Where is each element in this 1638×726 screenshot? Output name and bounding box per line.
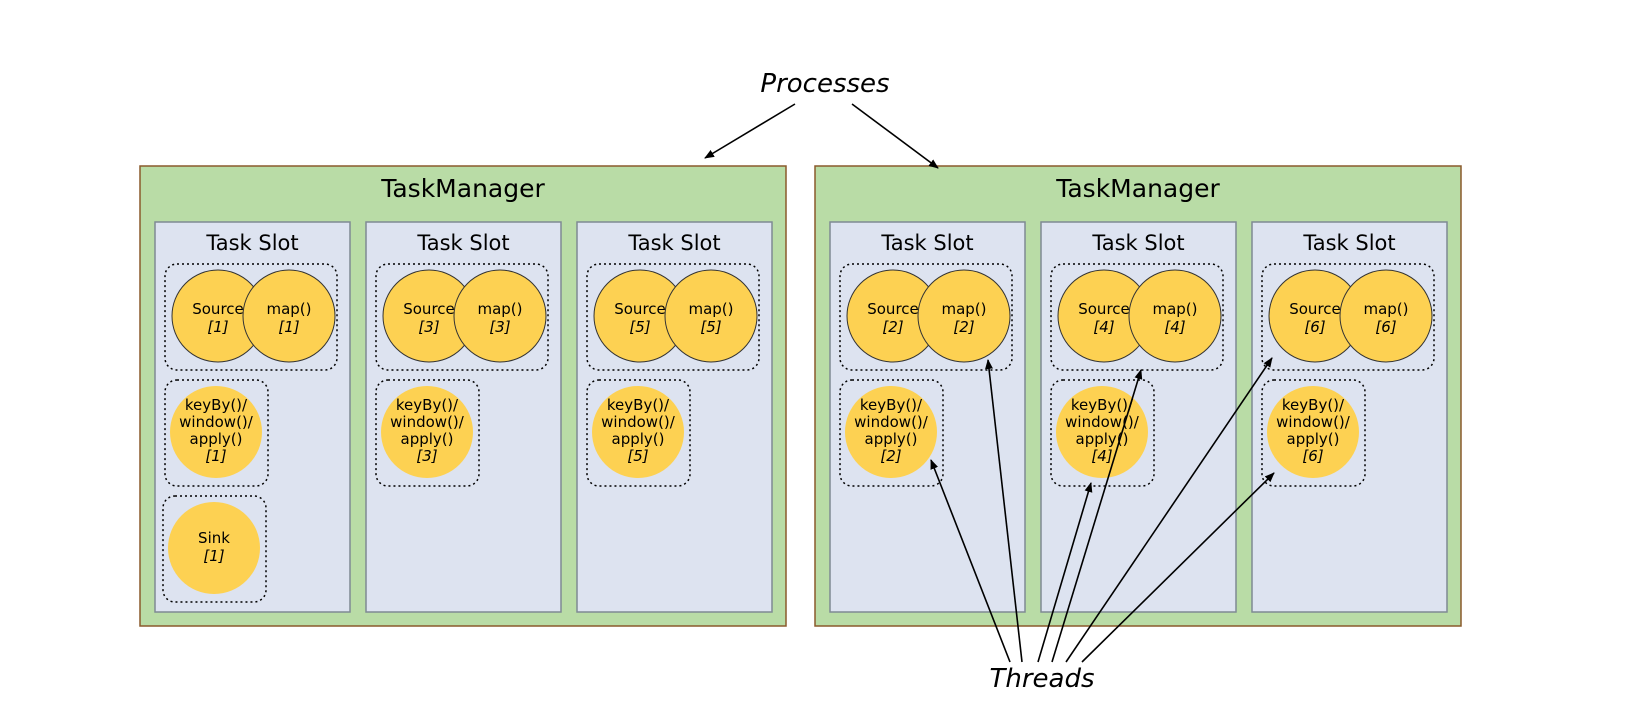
- window-operator-circle: [170, 386, 262, 478]
- window-operator-line: keyBy()/: [396, 396, 459, 414]
- task-slot: Task SlotSource[3]map()[3]keyBy()/window…: [365, 221, 562, 613]
- operator-index: [3]: [418, 318, 439, 336]
- task-slot-title: Task Slot: [880, 231, 973, 255]
- window-operator-line: keyBy()/: [1282, 396, 1345, 414]
- threads-arrow-1: [930, 459, 1011, 663]
- window-operator-index: [4]: [1091, 447, 1112, 465]
- window-operator-circle: [1267, 386, 1359, 478]
- operator-name: Source: [192, 300, 244, 318]
- task-manager-title: TaskManager: [1055, 174, 1220, 203]
- task-slot: Task SlotSource[2]map()[2]keyBy()/window…: [829, 221, 1026, 613]
- operator-chain-group: [1261, 263, 1435, 371]
- window-operator-line: apply(): [865, 430, 918, 448]
- task-slot-title: Task Slot: [205, 231, 298, 255]
- window-operator-line: keyBy()/: [607, 396, 670, 414]
- task-slot-title: Task Slot: [627, 231, 720, 255]
- operator-index: [5]: [700, 318, 721, 336]
- task-slot: Task SlotSource[5]map()[5]keyBy()/window…: [576, 221, 773, 613]
- operator-index: [2]: [882, 318, 903, 336]
- window-operator-index: [2]: [880, 447, 901, 465]
- threads-arrow-6: [1081, 472, 1275, 663]
- threads-arrow-3: [1037, 482, 1093, 663]
- operator-index: [4]: [1164, 318, 1185, 336]
- operator-index: [4]: [1093, 318, 1114, 336]
- task-slot-title: Task Slot: [416, 231, 509, 255]
- threads-arrow-4: [1051, 369, 1143, 663]
- operator-circle: [453, 269, 547, 363]
- operator-circle: [917, 269, 1011, 363]
- threads-label: Threads: [989, 664, 1094, 694]
- sink-operator-circle: [168, 502, 260, 594]
- operator-chain-group: [375, 263, 549, 371]
- window-operator-line: window()/: [179, 413, 254, 431]
- window-operator-circle: [592, 386, 684, 478]
- window-operator-line: window()/: [854, 413, 929, 431]
- threads-arrow-2: [985, 359, 1023, 663]
- operator-name: map(): [266, 300, 311, 318]
- window-operator-line: keyBy()/: [860, 396, 923, 414]
- task-slot-title: Task Slot: [1302, 231, 1395, 255]
- operator-name: Source: [614, 300, 666, 318]
- processes-label: Processes: [760, 69, 889, 99]
- window-operator-index: [3]: [416, 447, 437, 465]
- window-operator-line: apply(): [401, 430, 454, 448]
- window-operator-line: apply(): [190, 430, 243, 448]
- operator-index: [1]: [207, 318, 228, 336]
- window-operator-line: apply(): [1287, 430, 1340, 448]
- window-operator-line: window()/: [390, 413, 465, 431]
- window-operator-line: window()/: [1276, 413, 1351, 431]
- operator-name: map(): [1152, 300, 1197, 318]
- operator-name: Source: [867, 300, 919, 318]
- processes-arrow-right: [851, 103, 939, 169]
- window-operator-line: window()/: [601, 413, 676, 431]
- task-slot-title: Task Slot: [1091, 231, 1184, 255]
- operator-name: map(): [1363, 300, 1408, 318]
- operator-circle: [1128, 269, 1222, 363]
- window-operator-line: keyBy()/: [1071, 396, 1134, 414]
- sink-operator-index: [1]: [203, 547, 224, 565]
- window-operator-line: apply(): [1076, 430, 1129, 448]
- window-operator-index: [1]: [205, 447, 226, 465]
- task-slot: Task SlotSource[1]map()[1]keyBy()/window…: [154, 221, 351, 613]
- operator-index: [2]: [953, 318, 974, 336]
- operator-index: [5]: [629, 318, 650, 336]
- operator-index: [1]: [278, 318, 299, 336]
- task-slot: Task SlotSource[4]map()[4]keyBy()/window…: [1040, 221, 1237, 613]
- processes-arrow-left: [704, 103, 796, 159]
- operator-chain-group: [164, 263, 338, 371]
- operator-circle: [1339, 269, 1433, 363]
- operator-index: [3]: [489, 318, 510, 336]
- operator-index: [6]: [1304, 318, 1325, 336]
- operator-index: [6]: [1375, 318, 1396, 336]
- operator-name: Source: [403, 300, 455, 318]
- window-operator-circle: [381, 386, 473, 478]
- operator-name: map(): [941, 300, 986, 318]
- operator-name: map(): [688, 300, 733, 318]
- window-operator-line: apply(): [612, 430, 665, 448]
- window-operator-circle: [845, 386, 937, 478]
- task-manager-title: TaskManager: [380, 174, 545, 203]
- window-operator-index: [5]: [627, 447, 648, 465]
- operator-name: map(): [477, 300, 522, 318]
- threads-arrow-5: [1065, 357, 1273, 663]
- operator-name: Source: [1289, 300, 1341, 318]
- window-operator-index: [6]: [1302, 447, 1323, 465]
- operator-chain-group: [586, 263, 760, 371]
- window-operator-circle: [1056, 386, 1148, 478]
- sink-operator-name: Sink: [198, 529, 230, 547]
- window-operator-line: keyBy()/: [185, 396, 248, 414]
- operator-circle: [664, 269, 758, 363]
- operator-chain-group: [839, 263, 1013, 371]
- window-operator-line: window()/: [1065, 413, 1140, 431]
- operator-circle: [242, 269, 336, 363]
- operator-name: Source: [1078, 300, 1130, 318]
- task-slot: Task SlotSource[6]map()[6]keyBy()/window…: [1251, 221, 1448, 613]
